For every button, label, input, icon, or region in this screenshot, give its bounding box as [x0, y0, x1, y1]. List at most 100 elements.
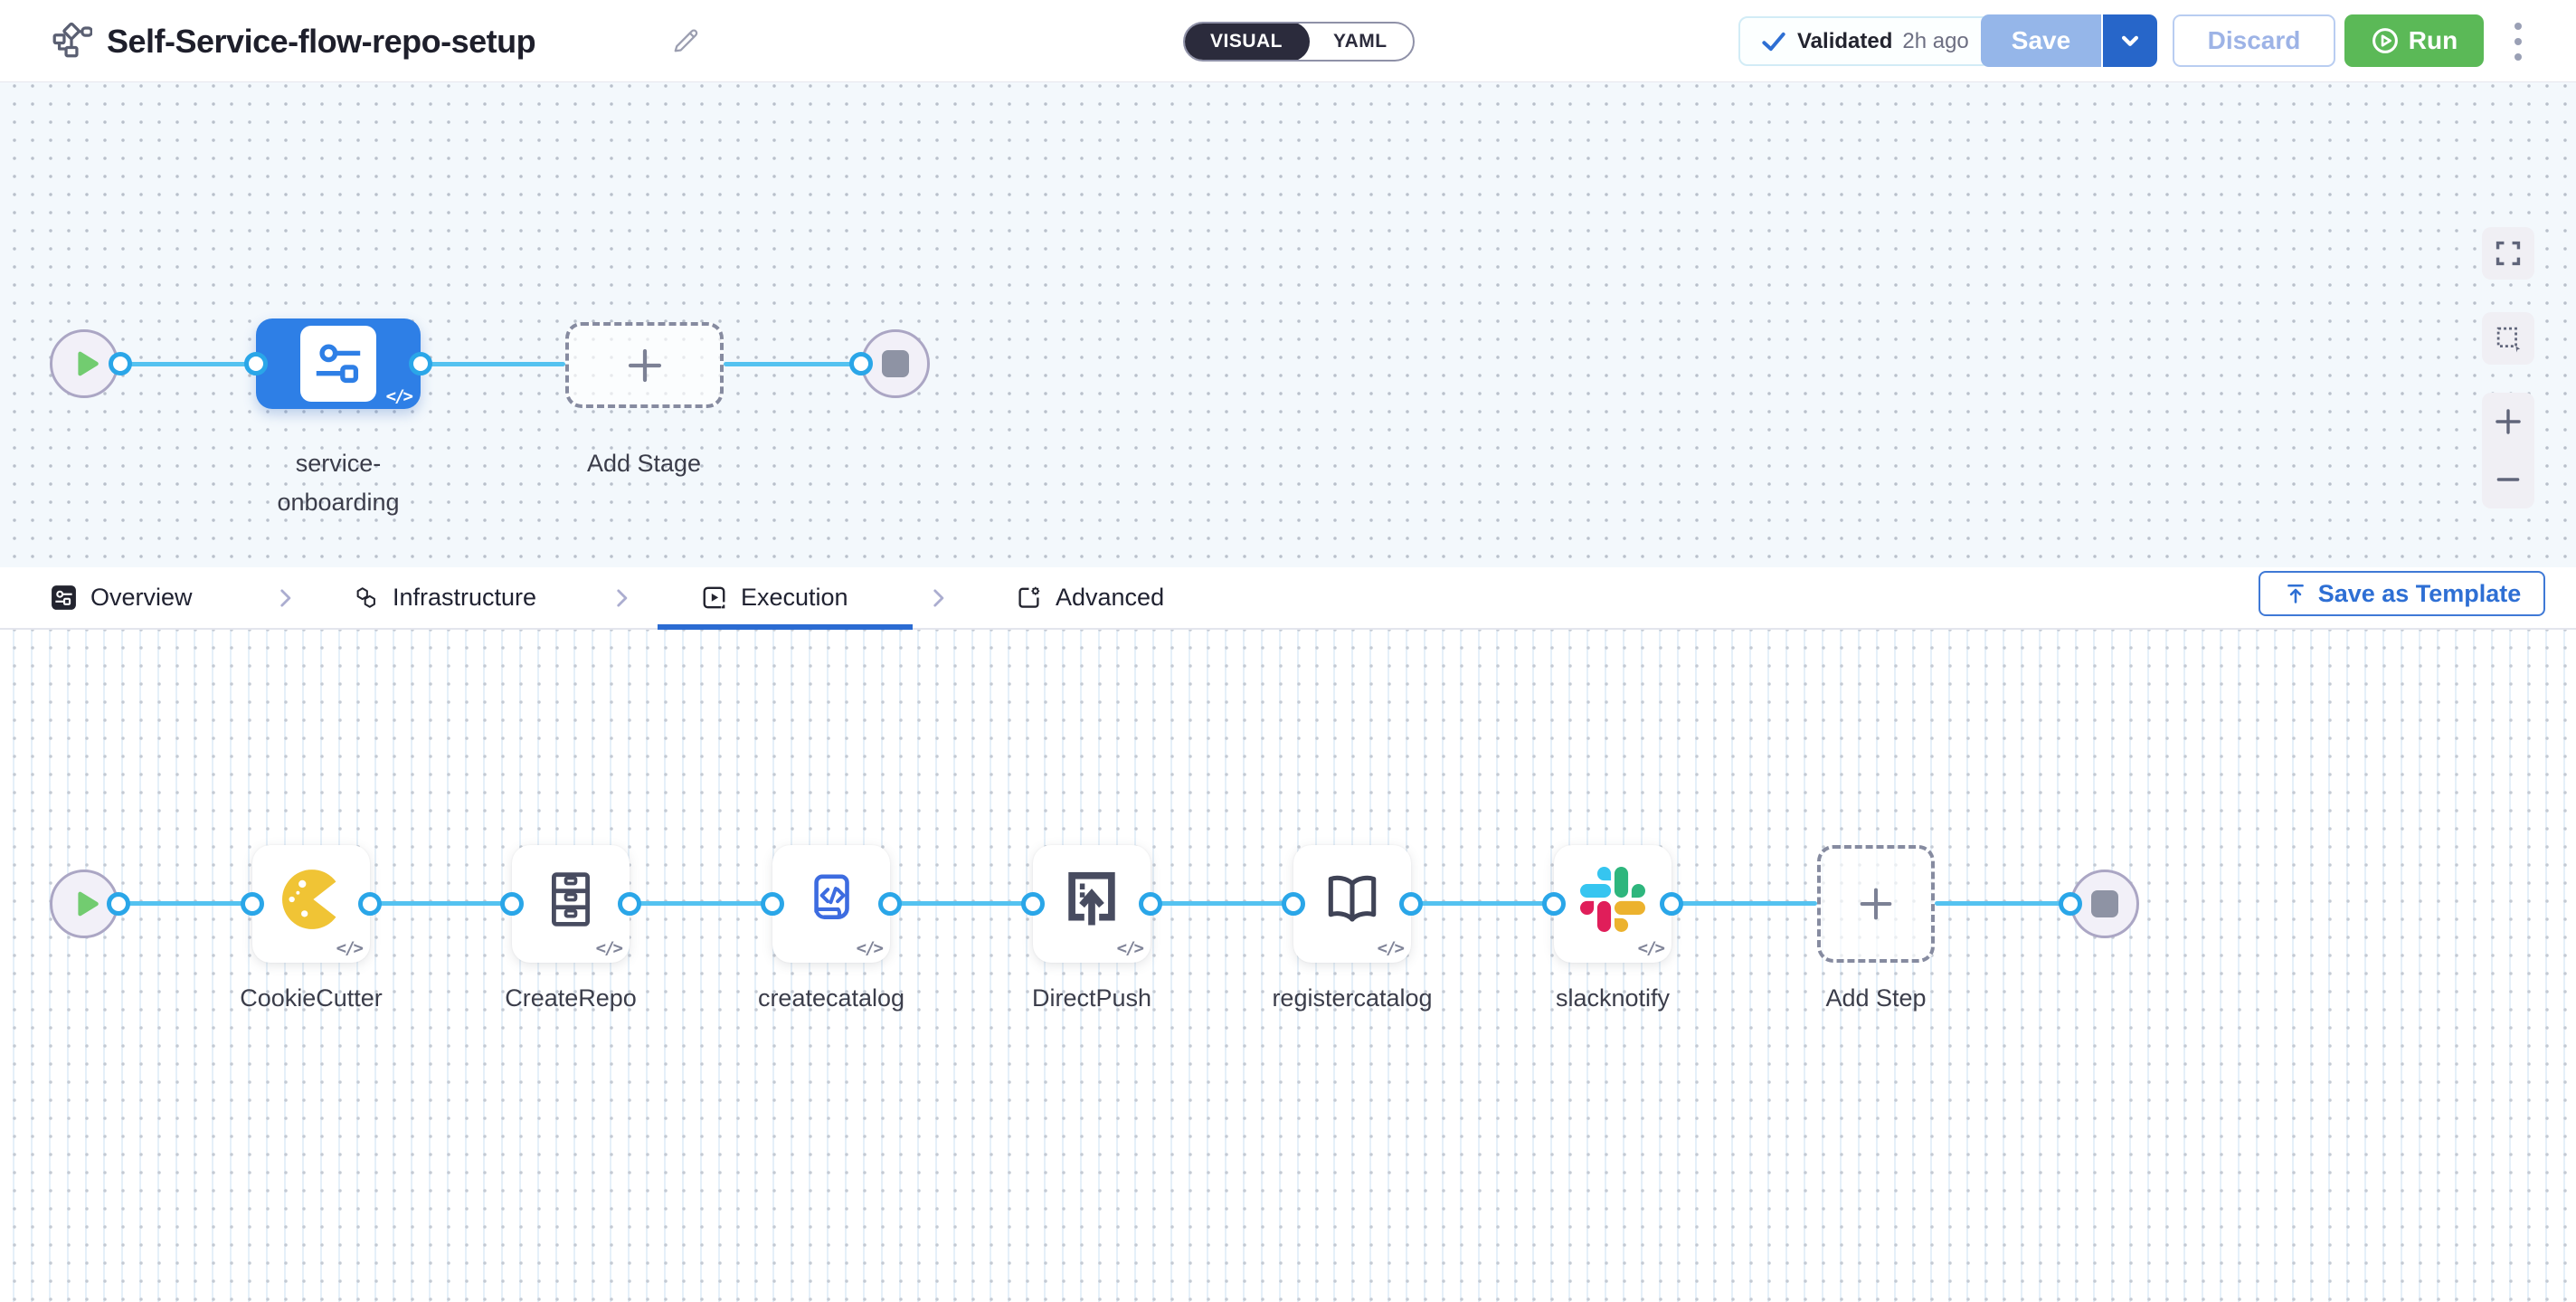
- validated-badge[interactable]: Validated 2h ago: [1738, 16, 1991, 66]
- tab-separator-chevron-icon: [926, 567, 950, 628]
- tab-execution[interactable]: Execution: [701, 567, 848, 628]
- code-badge: </>: [336, 938, 362, 958]
- step-node-createrepo[interactable]: </>: [512, 845, 630, 963]
- code-badge: </>: [857, 938, 882, 958]
- port[interactable]: [1021, 892, 1045, 916]
- stage-canvas[interactable]: </> service- onboarding Add Stage: [0, 82, 2576, 567]
- add-step-button[interactable]: [1817, 845, 1935, 963]
- port-stage-out[interactable]: [409, 352, 432, 375]
- more-options-kebab-icon[interactable]: [2500, 16, 2536, 67]
- fullscreen-button[interactable]: [2482, 227, 2534, 280]
- port[interactable]: [500, 892, 524, 916]
- stage-tab-bar: Overview Infrastructure E: [0, 567, 2576, 630]
- toggle-yaml[interactable]: YAML: [1308, 22, 1413, 62]
- edge-stage-to-addstage: [421, 362, 565, 366]
- plus-icon: [1855, 883, 1897, 925]
- port[interactable]: [618, 892, 641, 916]
- edge: [1151, 901, 1293, 906]
- step-node-registercatalog[interactable]: </>: [1293, 845, 1411, 963]
- zoom-in-button[interactable]: [2482, 394, 2534, 449]
- infrastructure-icon: [353, 584, 379, 611]
- port[interactable]: [1139, 892, 1162, 916]
- code-badge: </>: [1378, 938, 1403, 958]
- step-label: registercatalog: [1235, 979, 1470, 1018]
- stage-node-service-onboarding[interactable]: </>: [256, 318, 421, 409]
- top-bar: Self-Service-flow-repo-setup VISUAL YAML…: [0, 0, 2576, 82]
- add-step-label: Add Step: [1758, 979, 1994, 1018]
- chevron-down-icon: [2117, 27, 2144, 54]
- add-stage-button[interactable]: [565, 322, 724, 408]
- edit-pencil-icon[interactable]: [669, 24, 702, 57]
- plus-icon: [623, 344, 667, 387]
- port-end-in[interactable]: [849, 352, 873, 375]
- toggle-visual[interactable]: VISUAL: [1183, 22, 1310, 62]
- push-upload-icon: [1060, 868, 1123, 931]
- port[interactable]: [761, 892, 784, 916]
- fullscreen-icon: [2494, 239, 2523, 268]
- pipeline-flow-icon: [51, 21, 92, 62]
- add-stage-label: Add Stage: [526, 444, 762, 483]
- tab-label: Overview: [90, 584, 193, 612]
- execution-canvas[interactable]: </> </>: [0, 630, 2576, 1302]
- tab-infrastructure[interactable]: Infrastructure: [353, 567, 536, 628]
- cookiecutter-icon: [276, 864, 346, 935]
- save-dropdown-button[interactable]: [2101, 14, 2157, 67]
- validated-time: 2h ago: [1902, 29, 1968, 54]
- save-as-template-label: Save as Template: [2318, 580, 2522, 608]
- save-button[interactable]: Save: [1981, 14, 2101, 67]
- port[interactable]: [1282, 892, 1305, 916]
- tab-label: Infrastructure: [393, 584, 536, 612]
- custom-stage-icon: [300, 326, 376, 402]
- visual-yaml-toggle: VISUAL YAML: [1183, 22, 1415, 62]
- open-book-icon: [1319, 866, 1386, 933]
- start-play-icon: [72, 889, 101, 918]
- code-badge: </>: [1638, 938, 1663, 958]
- step-node-cookiecutter[interactable]: </>: [252, 845, 370, 963]
- edge: [630, 901, 772, 906]
- stop-square-icon: [882, 350, 909, 377]
- page-title: Self-Service-flow-repo-setup: [107, 0, 535, 82]
- port[interactable]: [2059, 892, 2082, 916]
- code-scroll-icon: [800, 868, 863, 931]
- step-label: slacknotify: [1495, 979, 1730, 1018]
- edge: [1411, 901, 1554, 906]
- run-button[interactable]: Run: [2344, 14, 2484, 67]
- port-stage-in[interactable]: [244, 352, 268, 375]
- edge: [1935, 901, 2070, 906]
- port[interactable]: [1542, 892, 1566, 916]
- step-node-directpush[interactable]: </>: [1033, 845, 1151, 963]
- port[interactable]: [878, 892, 902, 916]
- port[interactable]: [107, 892, 130, 916]
- tab-advanced[interactable]: Advanced: [1016, 567, 1164, 628]
- advanced-icon: [1016, 584, 1042, 611]
- discard-button[interactable]: Discard: [2173, 14, 2335, 67]
- port[interactable]: [1660, 892, 1683, 916]
- slack-icon: [1580, 867, 1645, 932]
- save-split-button: Save: [1981, 14, 2157, 67]
- step-node-createcatalog[interactable]: </>: [772, 845, 890, 963]
- port[interactable]: [241, 892, 264, 916]
- tab-separator-chevron-icon: [273, 567, 297, 628]
- step-node-slacknotify[interactable]: </>: [1554, 845, 1672, 963]
- active-tab-underline: [658, 624, 913, 630]
- code-badge: </>: [596, 938, 621, 958]
- zoom-out-button[interactable]: [2482, 452, 2534, 507]
- overview-icon: [51, 584, 77, 611]
- port[interactable]: [1399, 892, 1423, 916]
- run-play-icon: [2371, 26, 2400, 55]
- edge-addstage-to-end: [724, 362, 861, 366]
- edge: [890, 901, 1033, 906]
- zoom-controls: [2482, 393, 2534, 508]
- stop-square-icon: [2091, 890, 2118, 917]
- stage-label: service- onboarding: [221, 444, 456, 522]
- code-badge: </>: [386, 386, 412, 406]
- port[interactable]: [358, 892, 382, 916]
- upload-icon: [2283, 581, 2308, 606]
- tab-overview[interactable]: Overview: [51, 567, 193, 628]
- tab-label: Execution: [741, 584, 848, 612]
- save-as-template-button[interactable]: Save as Template: [2259, 571, 2545, 616]
- start-play-icon: [72, 349, 101, 378]
- marquee-select-icon: [2494, 324, 2523, 353]
- marquee-select-button[interactable]: [2482, 312, 2534, 365]
- port-start-out[interactable]: [109, 352, 132, 375]
